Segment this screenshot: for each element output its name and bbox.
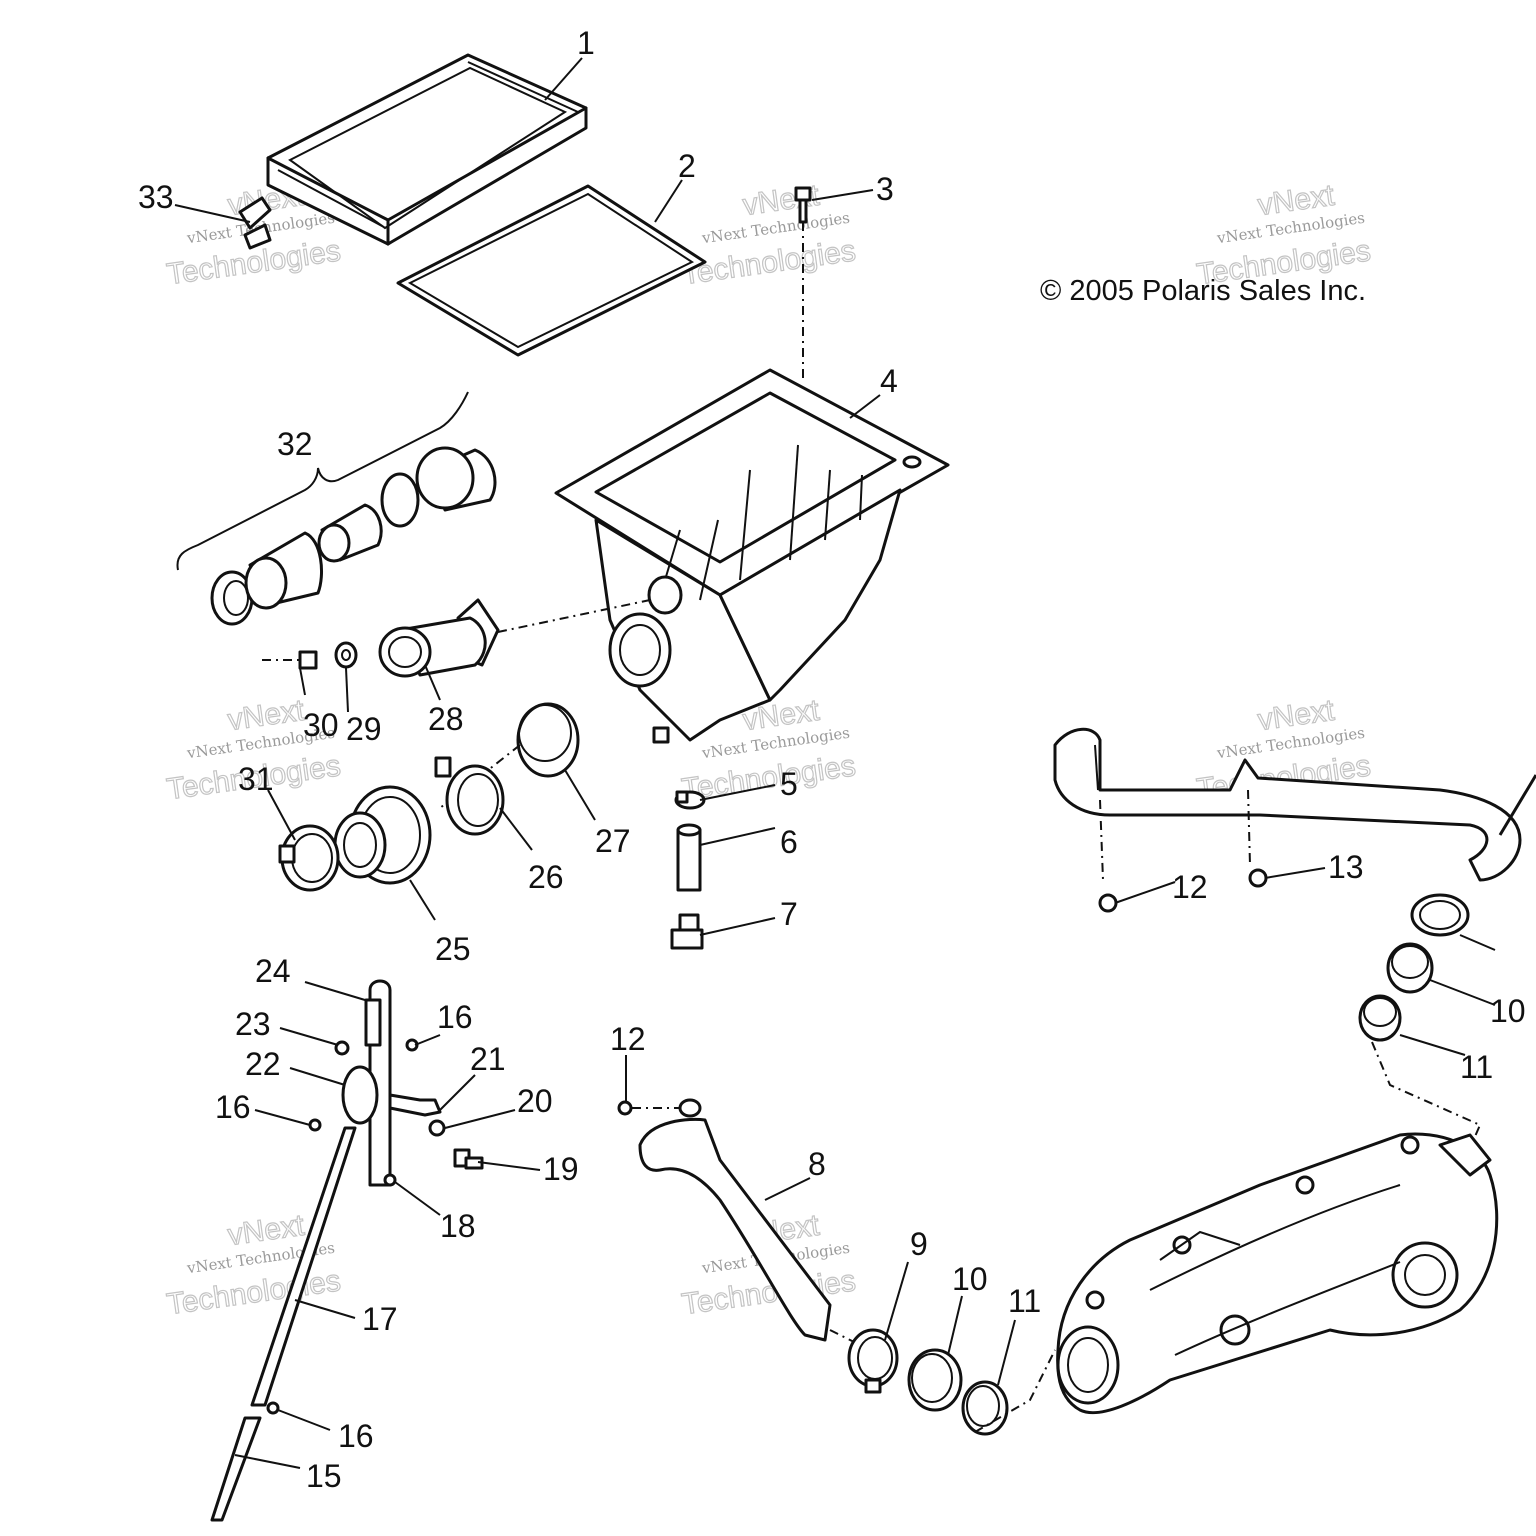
part-breather-hose-24	[364, 979, 392, 1187]
callout-30: 30	[303, 707, 339, 743]
part-airbox	[554, 368, 950, 744]
callout-23: 23	[235, 1006, 271, 1042]
callout-19: 19	[543, 1151, 579, 1187]
part-airbox-cover	[266, 53, 588, 246]
callout-2: 2	[678, 148, 696, 184]
callout-12-bottom: 12	[610, 1021, 646, 1057]
part-ring-10-bottom	[907, 1348, 963, 1412]
part-clamp-right	[1410, 893, 1470, 937]
part-clip-23	[334, 1040, 350, 1056]
part-ring-10-right	[1386, 942, 1434, 994]
part-outlet-duct	[1053, 727, 1536, 882]
part-valve-7	[670, 913, 704, 950]
part-bolt-19	[453, 1148, 484, 1170]
part-clamp-18	[383, 1173, 397, 1187]
watermark: vNext vNext Technologies Technologies	[679, 178, 858, 292]
callouts: 1 2 3 4 5 6 7 8 9 10 11 10 11 12 12 13 1…	[138, 25, 1526, 1494]
part-filter-kit	[176, 391, 497, 626]
part-clamp-5	[674, 790, 706, 810]
part-screw	[794, 186, 812, 380]
watermark: vNext vNext Technologies Technologies	[1194, 178, 1373, 292]
part-clutch-cover	[1056, 1132, 1499, 1415]
part-clamp-9	[847, 1328, 899, 1394]
callout-32: 32	[277, 426, 313, 462]
callout-3: 3	[876, 171, 894, 207]
callout-28: 28	[428, 701, 464, 737]
callout-7: 7	[780, 896, 798, 932]
callout-10-bottom: 10	[952, 1261, 988, 1297]
callout-5: 5	[780, 766, 798, 802]
callout-29: 29	[346, 711, 382, 747]
part-gasket	[396, 184, 707, 357]
part-fitting-20	[428, 1119, 446, 1137]
callout-20: 20	[517, 1083, 553, 1119]
callout-16-top: 16	[437, 999, 473, 1035]
callout-15: 15	[306, 1458, 342, 1494]
callout-1: 1	[577, 25, 595, 61]
part-inlet-duct	[617, 1098, 861, 1346]
callout-17: 17	[362, 1301, 398, 1337]
callout-25: 25	[435, 931, 471, 967]
callout-31: 31	[238, 761, 274, 797]
callout-16-left: 16	[215, 1089, 251, 1125]
callout-27: 27	[595, 823, 631, 859]
callout-16-bottom: 16	[338, 1418, 374, 1454]
part-nut-12-right	[1098, 893, 1118, 913]
part-drain-tube-15	[210, 1416, 262, 1522]
part-ring-11-right	[1358, 994, 1482, 1149]
copyright-notice: © 2005 Polaris Sales Inc.	[1040, 275, 1366, 307]
callout-6: 6	[780, 824, 798, 860]
part-nut-13	[1248, 868, 1268, 888]
part-breather-filter-22	[341, 1065, 379, 1125]
callout-8: 8	[808, 1146, 826, 1182]
callout-24: 24	[255, 953, 291, 989]
callout-21: 21	[470, 1041, 506, 1077]
callout-33: 33	[138, 179, 174, 215]
callout-10-right: 10	[1490, 993, 1526, 1029]
part-tube-6	[676, 823, 702, 892]
callout-26: 26	[528, 859, 564, 895]
callout-18: 18	[440, 1208, 476, 1244]
part-fitting-21	[388, 1093, 442, 1117]
part-bolt-30	[262, 650, 318, 670]
leader-lines	[174, 57, 1496, 1469]
part-washer-29	[334, 641, 358, 669]
part-drain-hose-17	[250, 1126, 357, 1407]
callout-11-right: 11	[1460, 1049, 1493, 1085]
part-clamp-26	[434, 756, 505, 836]
callout-12-right: 12	[1172, 869, 1208, 905]
callout-4: 4	[880, 363, 898, 399]
callout-9: 9	[910, 1226, 928, 1262]
part-outlet-tube	[378, 598, 651, 678]
callout-22: 22	[245, 1046, 281, 1082]
callout-13: 13	[1328, 849, 1364, 885]
part-clamp-31	[278, 824, 340, 892]
part-coupler	[333, 785, 432, 885]
part-ring-11-bottom	[961, 1349, 1056, 1436]
callout-11-bottom: 11	[1008, 1283, 1041, 1319]
